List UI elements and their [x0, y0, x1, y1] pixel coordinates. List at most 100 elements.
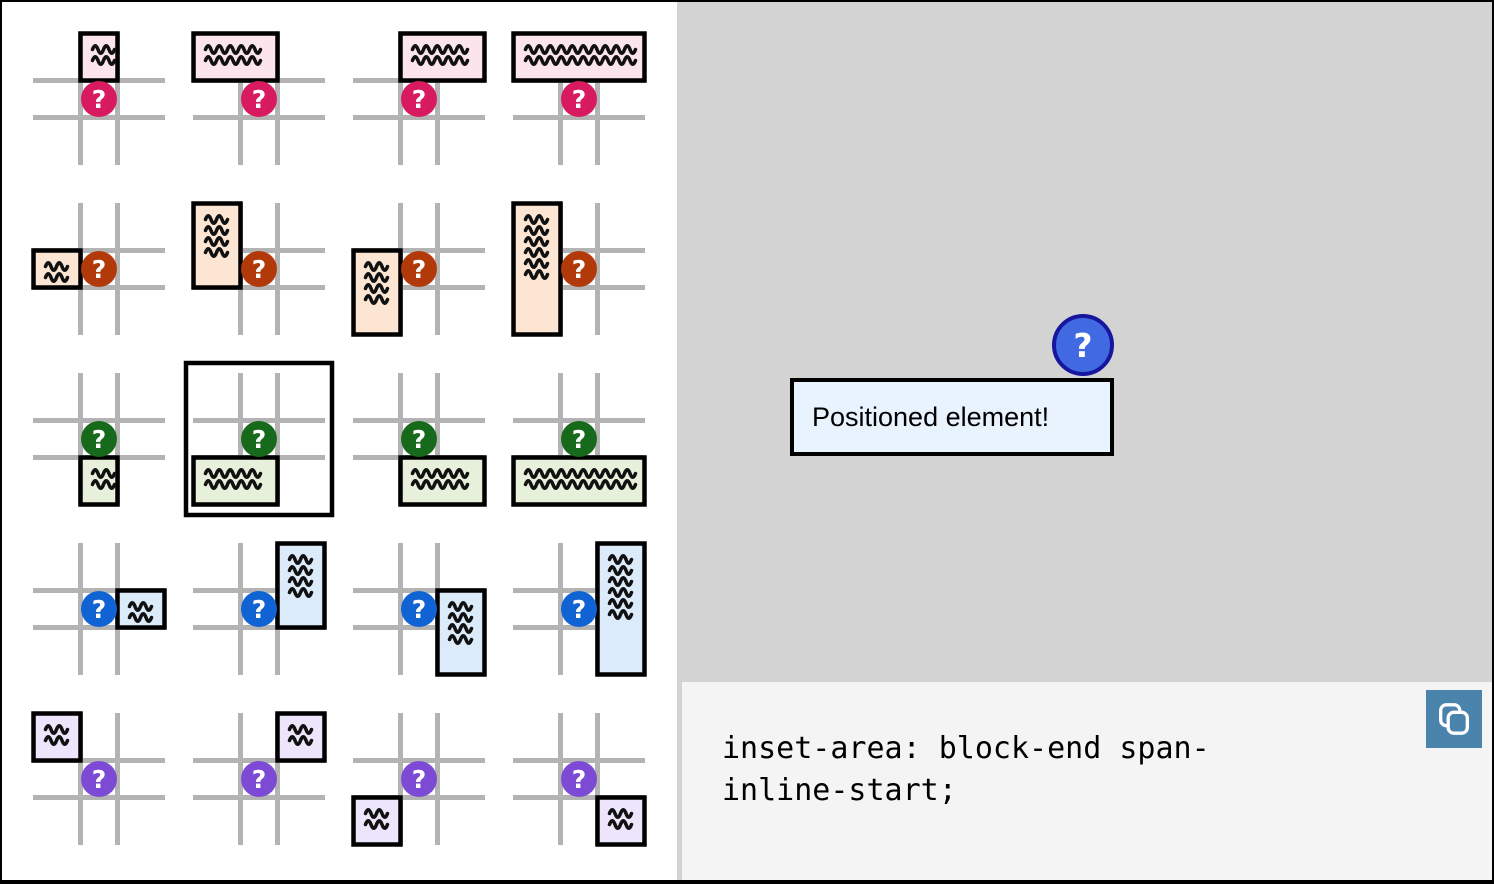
mini-positioned-box: [511, 201, 563, 337]
squiggle-line: [607, 808, 634, 819]
squiggle-line: [523, 225, 550, 236]
inset-area-option-inline-end[interactable]: ?: [19, 526, 179, 692]
squiggle-line: [410, 44, 470, 55]
squiggle-line: [607, 819, 634, 830]
inset-area-option-block-start-span-all[interactable]: ?: [499, 16, 659, 182]
mini-anchor-question-mark: ?: [252, 425, 267, 454]
squiggle-line: [203, 225, 230, 236]
squiggle-line: [90, 55, 117, 66]
mini-anchor: [401, 81, 437, 117]
squiggle-line: [523, 468, 638, 479]
mini-positioned-box: [511, 455, 647, 507]
mini-anchor: [81, 591, 117, 627]
inset-area-option-block-start-inline-start[interactable]: ?: [19, 696, 179, 862]
inset-area-option-inline-end-span-all[interactable]: ?: [499, 526, 659, 692]
mini-anchor-question-mark: ?: [572, 425, 587, 454]
mini-anchor: [401, 761, 437, 797]
inset-area-option-block-end[interactable]: ?: [19, 356, 179, 522]
squiggle-line: [523, 55, 638, 66]
squiggle-line: [203, 236, 230, 247]
squiggle-line: [363, 294, 390, 305]
squiggle-line: [523, 258, 550, 269]
squiggle-line: [363, 819, 390, 830]
mini-anchor-question-mark: ?: [412, 595, 427, 624]
mini-anchor: [561, 591, 597, 627]
mini-anchor-question-mark: ?: [252, 765, 267, 794]
mini-anchor-question-mark: ?: [92, 765, 107, 794]
squiggle-line: [523, 214, 550, 225]
anchor-badge: ?: [1052, 314, 1114, 376]
mini-anchor-question-mark: ?: [252, 595, 267, 624]
inset-area-option-inline-end-span-block-start[interactable]: ?: [179, 526, 339, 692]
inset-area-option-block-end-span-inline-start[interactable]: ?: [179, 356, 339, 522]
css-declaration: inset-area: block-end span-inline-start;: [722, 731, 1210, 808]
preview-area: ? Positioned element!: [677, 2, 1492, 682]
squiggle-line: [287, 565, 314, 576]
squiggle-line: [43, 272, 70, 283]
mini-anchor-question-mark: ?: [252, 255, 267, 284]
squiggle-line: [363, 261, 390, 272]
squiggle-line: [607, 576, 634, 587]
inset-area-option-block-start[interactable]: ?: [19, 16, 179, 182]
inset-area-option-inline-start-span-all[interactable]: ?: [499, 186, 659, 352]
inset-area-option-block-start-span-inline-end[interactable]: ?: [339, 16, 499, 182]
squiggle-line: [287, 724, 314, 735]
squiggle-line: [607, 609, 634, 620]
inset-area-option-inline-end-span-block-end[interactable]: ?: [339, 526, 499, 692]
mini-positioned-box: [595, 541, 647, 677]
mini-anchor: [81, 761, 117, 797]
right-pane: ? Positioned element! inset-area: block-…: [677, 2, 1492, 880]
squiggle-line: [363, 808, 390, 819]
inset-area-option-block-end-inline-start[interactable]: ?: [339, 696, 499, 862]
inset-area-option-block-start-span-inline-start[interactable]: ?: [179, 16, 339, 182]
inset-area-option-block-end-span-all[interactable]: ?: [499, 356, 659, 522]
mini-anchor-question-mark: ?: [572, 85, 587, 114]
squiggle-line: [203, 247, 230, 258]
positioned-element: Positioned element!: [790, 378, 1114, 456]
mini-anchor-question-mark: ?: [572, 765, 587, 794]
mini-anchor-question-mark: ?: [92, 255, 107, 284]
squiggle-line: [363, 283, 390, 294]
squiggle-line: [287, 554, 314, 565]
squiggle-line: [523, 44, 638, 55]
selection-outline: [183, 360, 335, 518]
positioned-element-text: Positioned element!: [812, 401, 1050, 432]
mini-anchor: [561, 761, 597, 797]
squiggle-line: [607, 554, 634, 565]
squiggle-line: [287, 735, 314, 746]
squiggle-line: [287, 576, 314, 587]
squiggle-line: [287, 587, 314, 598]
inset-area-option-block-end-span-inline-end[interactable]: ?: [339, 356, 499, 522]
mini-anchor: [561, 421, 597, 457]
inset-area-option-inline-start[interactable]: ?: [19, 186, 179, 352]
inset-area-option-inline-start-span-block-start[interactable]: ?: [179, 186, 339, 352]
mini-positioned-box: [78, 455, 120, 507]
inset-area-option-block-start-inline-end[interactable]: ?: [179, 696, 339, 862]
inset-area-option-inline-start-span-block-end[interactable]: ?: [339, 186, 499, 352]
squiggle-line: [410, 55, 470, 66]
mini-positioned-box: [191, 455, 280, 507]
mini-positioned-box: [511, 31, 647, 83]
squiggle-line: [127, 612, 154, 623]
mini-anchor-question-mark: ?: [252, 85, 267, 114]
squiggle-line: [43, 261, 70, 272]
squiggle-line: [127, 601, 154, 612]
squiggle-line: [607, 587, 634, 598]
mini-anchor: [81, 81, 117, 117]
code-output-panel: inset-area: block-end span-inline-start;: [677, 682, 1492, 880]
squiggle-line: [90, 479, 117, 490]
squiggle-line: [410, 468, 470, 479]
mini-anchor: [241, 591, 277, 627]
squiggle-line: [523, 269, 550, 280]
mini-anchor-question-mark: ?: [92, 85, 107, 114]
mini-anchor-question-mark: ?: [92, 595, 107, 624]
squiggle-line: [203, 44, 263, 55]
mini-anchor: [241, 251, 277, 287]
squiggle-line: [447, 612, 474, 623]
squiggle-line: [203, 468, 263, 479]
squiggle-line: [607, 598, 634, 609]
copy-button[interactable]: [1426, 690, 1482, 748]
mini-anchor-question-mark: ?: [412, 255, 427, 284]
squiggle-line: [447, 601, 474, 612]
inset-area-option-block-end-inline-end[interactable]: ?: [499, 696, 659, 862]
